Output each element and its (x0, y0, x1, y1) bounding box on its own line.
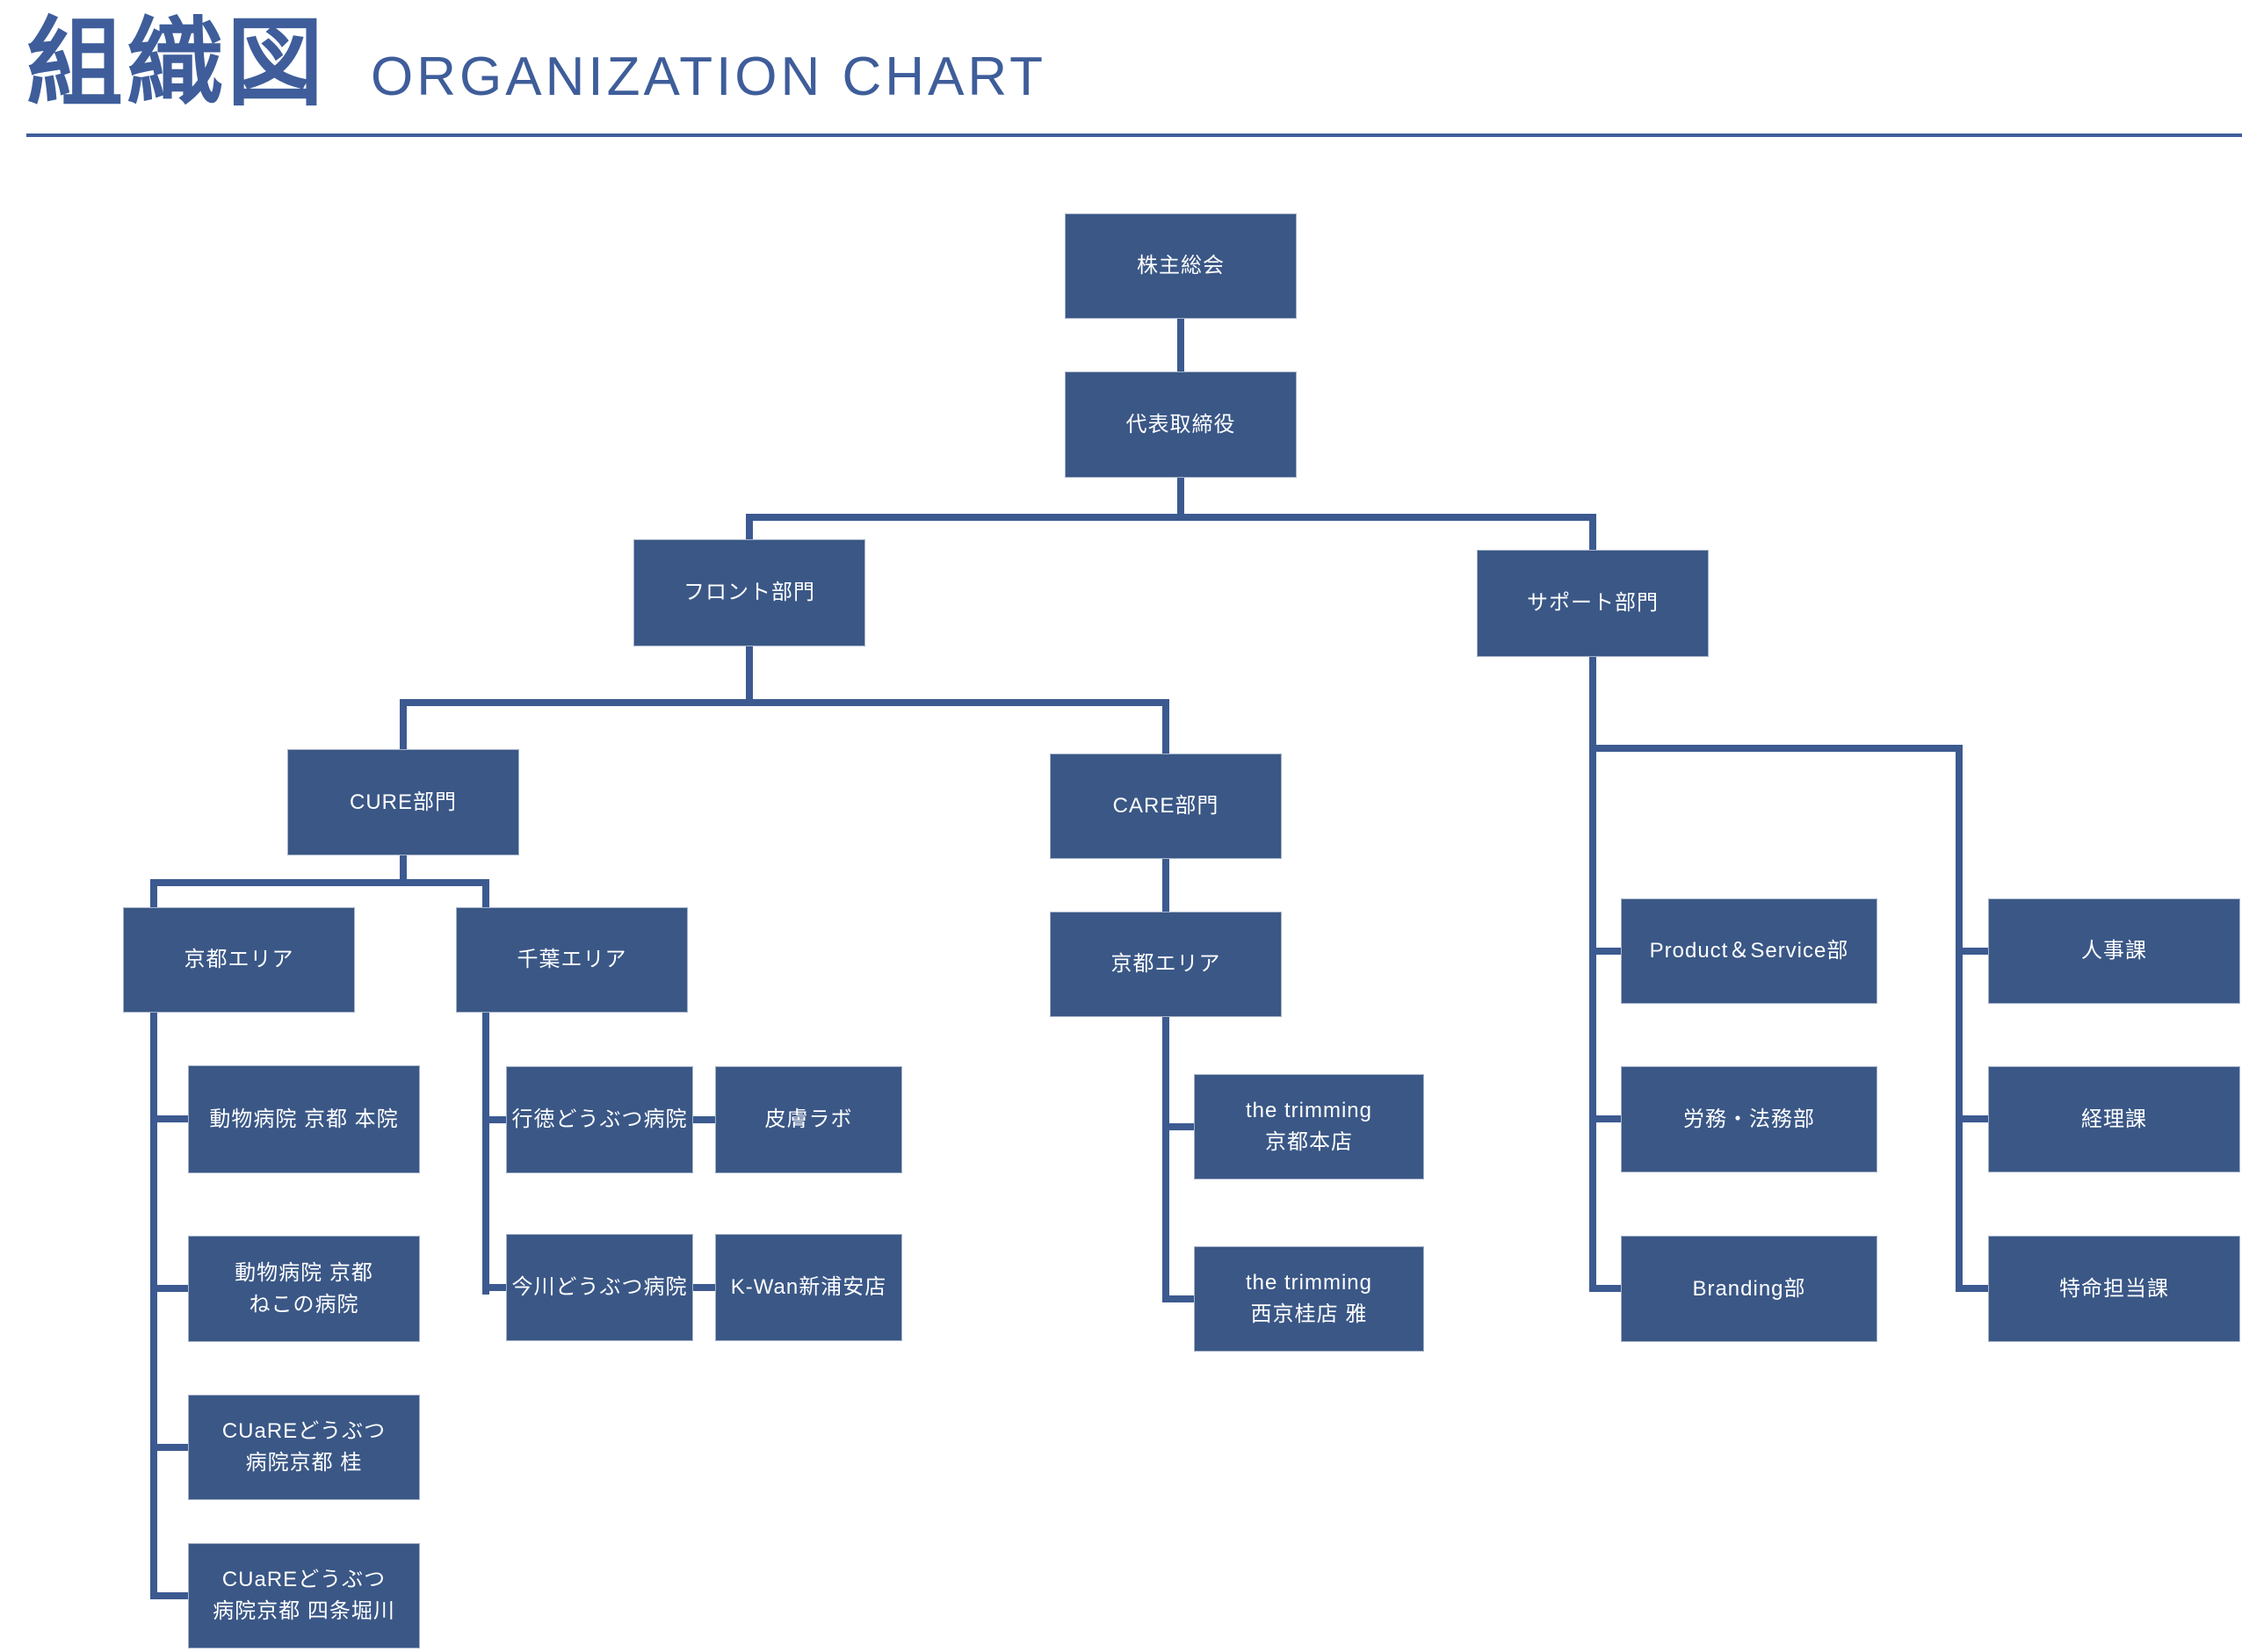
connector-segment (1956, 745, 1963, 1292)
connector-segment (746, 646, 753, 706)
org-node-branding: Branding部 (1621, 1236, 1877, 1342)
title-underline (26, 133, 2242, 137)
connector-segment (150, 1444, 188, 1451)
org-node-label: 京都エリア (184, 948, 294, 971)
connector-segment (1589, 745, 1963, 752)
connector-segment (150, 1013, 157, 1599)
connector-segment (1956, 1115, 1988, 1122)
org-node-label: 人事課 (2081, 939, 2147, 963)
org-node-label: CUaREどうぶつ (221, 1419, 387, 1443)
org-node-label: フロント部門 (683, 581, 815, 604)
org-node-label: 経理課 (2081, 1107, 2147, 1131)
page-title-japanese: 組織図 (26, 10, 327, 118)
connector-segment (746, 514, 753, 539)
org-node-ceo: 代表取締役 (1065, 372, 1297, 478)
connector-segment (1956, 1285, 1988, 1292)
org-node-label: 動物病院 京都 本院 (209, 1107, 399, 1131)
connector-segment (746, 514, 1596, 521)
org-node-front-division: フロント部門 (633, 539, 865, 646)
org-node-label: the trimming (1245, 1099, 1373, 1122)
org-node-kyoto-area-cure: 京都エリア (123, 907, 355, 1013)
org-node-product-service: Product＆Service部 (1621, 898, 1877, 1004)
connector-segment (1589, 1115, 1621, 1122)
connector-segment (1162, 1123, 1194, 1130)
connector-segment (1162, 699, 1169, 754)
org-node-label: サポート部門 (1527, 591, 1659, 615)
connector-segment (150, 879, 157, 907)
org-node-support-division: サポート部門 (1477, 550, 1709, 657)
page-title-english: ORGANIZATION CHART (371, 47, 1046, 107)
org-node-shareholders: 株主総会 (1065, 213, 1297, 319)
org-node-label: CUaREどうぶつ (221, 1568, 387, 1591)
connector-segment (1589, 948, 1621, 955)
connector-segment (1162, 1295, 1194, 1302)
org-node-cure-division: CURE部門 (287, 749, 519, 855)
org-node-kyoto-honin: 動物病院 京都 本院 (188, 1065, 420, 1173)
connector-segment (150, 1115, 188, 1122)
org-node-gyotoku: 行徳どうぶつ病院 (506, 1066, 693, 1173)
connector-segment (482, 879, 489, 907)
org-node-label: 特命担当課 (2059, 1276, 2169, 1301)
org-node-label: Product＆Service部 (1649, 939, 1849, 963)
org-node-kwan-shinurayasu: K-Wan新浦安店 (715, 1234, 902, 1341)
org-node-hifu-lab: 皮膚ラボ (715, 1066, 902, 1173)
org-node-label: 京都本店 (1265, 1130, 1353, 1154)
connector-segment (1162, 1017, 1169, 1302)
org-node-label: CURE部門 (349, 790, 457, 814)
org-node-kyoto-area-care: 京都エリア (1050, 912, 1282, 1017)
org-node-imagawa: 今川どうぶつ病院 (506, 1234, 693, 1341)
connector-segment (1956, 948, 1988, 955)
org-node-jinji-ka: 人事課 (1988, 898, 2240, 1004)
connector-segment (482, 1284, 506, 1291)
connector-segment (693, 1116, 715, 1123)
org-node-care-division: CARE部門 (1050, 754, 1282, 859)
connector-segment (400, 855, 407, 886)
connector-segment (482, 1013, 489, 1295)
org-node-label: CARE部門 (1112, 794, 1219, 818)
connector-segment (1589, 1285, 1621, 1292)
org-node-label: 京都エリア (1110, 952, 1221, 976)
connector-segment (1162, 859, 1169, 912)
connector-segment (1589, 657, 1596, 1292)
connector-segment (1177, 478, 1184, 519)
org-node-trimming-miyabi: the trimming 西京桂店 雅 (1194, 1246, 1424, 1352)
connector-segment (400, 699, 407, 749)
connector-segment (693, 1284, 715, 1291)
org-node-label: 今川どうぶつ病院 (511, 1275, 688, 1299)
connector-segment (1589, 514, 1596, 550)
org-node-chiba-area: 千葉エリア (456, 907, 688, 1013)
org-node-tokumei-ka: 特命担当課 (1988, 1236, 2240, 1342)
org-node-neko-hospital: 動物病院 京都ねこの病院 (188, 1236, 420, 1342)
org-node-cuare-shijo: CUaREどうぶつ病院京都 四条堀川 (188, 1543, 420, 1648)
org-node-label: the trimming (1245, 1271, 1373, 1295)
org-node-label: 動物病院 京都 (235, 1260, 373, 1285)
connector-segment (400, 699, 1169, 706)
org-node-label: 病院京都 桂 (245, 1451, 363, 1475)
org-node-label: 代表取締役 (1125, 412, 1236, 436)
connector-segment (482, 1116, 506, 1123)
org-node-label: K-Wan新浦安店 (730, 1275, 887, 1299)
org-node-label: 労務・法務部 (1683, 1107, 1815, 1131)
org-node-romu-homu: 労務・法務部 (1621, 1066, 1877, 1172)
connector-segment (150, 1592, 188, 1599)
org-node-label: 病院京都 四条堀川 (213, 1599, 395, 1623)
org-node-trimming-kyoto: the trimming 京都本店 (1194, 1074, 1424, 1179)
org-node-keiri-ka: 経理課 (1988, 1066, 2240, 1172)
org-node-label: 株主総会 (1137, 254, 1225, 278)
connector-segment (150, 879, 489, 886)
connector-segment (150, 1285, 188, 1292)
org-node-label: ねこの病院 (249, 1292, 359, 1317)
connector-segment (1177, 319, 1184, 372)
org-node-label: 皮膚ラボ (764, 1107, 853, 1131)
org-node-cuare-katsura: CUaREどうぶつ病院京都 桂 (188, 1395, 420, 1500)
org-node-label: 行徳どうぶつ病院 (511, 1107, 688, 1131)
org-node-label: 千葉エリア (517, 948, 627, 971)
org-node-label: 西京桂店 雅 (1250, 1302, 1368, 1326)
org-node-label: Branding部 (1692, 1276, 1806, 1301)
